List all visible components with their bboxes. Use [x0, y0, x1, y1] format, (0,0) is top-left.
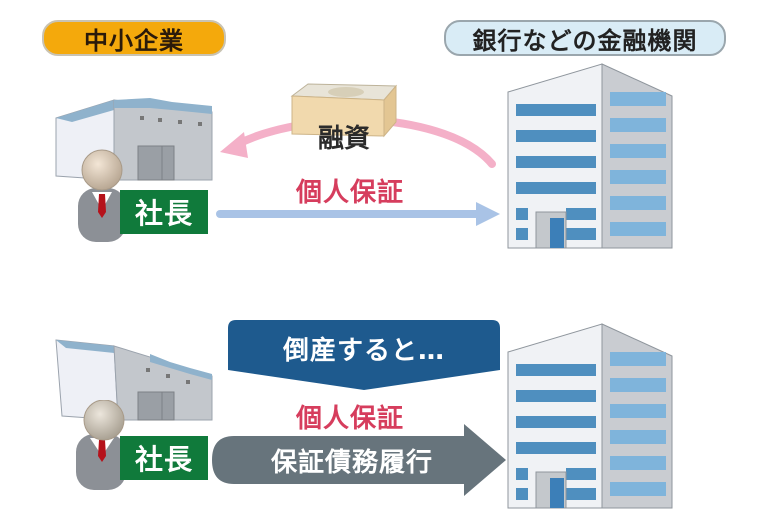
performance-arrow — [212, 424, 506, 496]
bank-building-icon — [507, 63, 673, 249]
bankruptcy-text: 倒産すると… — [282, 335, 445, 366]
president-tag: 社長 — [120, 190, 208, 234]
sme-label: 中小企業 — [42, 20, 226, 56]
guarantee-arrow — [216, 202, 500, 226]
bank-label: 銀行などの金融機関 — [444, 20, 726, 56]
guarantee-label-bottom: 個人保証 — [296, 404, 405, 434]
president-avatar-bottom — [76, 400, 126, 490]
president-avatar — [78, 149, 126, 242]
bank-building-icon-bottom — [507, 323, 673, 509]
guarantee-label-top: 個人保証 — [296, 178, 405, 208]
president-tag-bottom: 社長 — [120, 436, 208, 480]
loan-label: 融資 — [318, 124, 371, 154]
factory-icon — [55, 98, 213, 181]
performance-arrow-label: 保証債務履行 — [270, 447, 433, 478]
bankruptcy-banner: 倒産すると… — [228, 320, 500, 390]
money-bundle-icon — [290, 83, 398, 138]
